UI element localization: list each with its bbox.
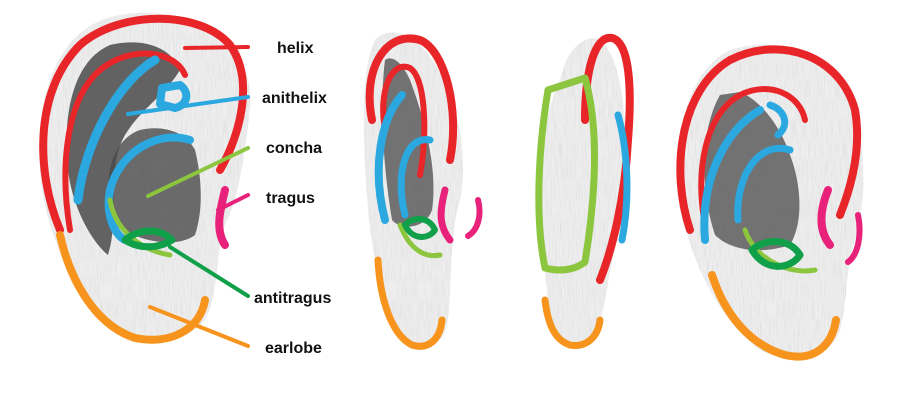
edge-antihelix-outline: [614, 111, 631, 244]
side-tragus-outline: [437, 186, 454, 244]
edge-view-ear: [535, 33, 634, 350]
label-helix: helix: [277, 40, 314, 57]
label-antihelix: anithelix: [262, 90, 327, 107]
front-antihelix-lower: [104, 133, 194, 244]
label-antitragus: antitragus: [254, 290, 331, 307]
front-tragus-outline: [215, 186, 229, 249]
label-earlobe: earlobe: [265, 340, 322, 357]
three-quarter-view-ear: [676, 44, 864, 361]
tq-antihelix-fold: [766, 101, 789, 139]
front-antitragus-outline: [121, 227, 176, 251]
tq-helix-outline: [676, 45, 862, 234]
side-view-ear: [363, 32, 483, 350]
side-antihelix-lower: [397, 136, 434, 219]
leader-antitragus: [168, 245, 250, 298]
side-helix-outline: [365, 34, 458, 164]
side-helix-inner: [380, 63, 428, 178]
label-tragus: tragus: [266, 190, 315, 207]
side-tragus-flap: [465, 197, 483, 239]
leader-tragus: [216, 193, 250, 212]
front-ear-hollow: [66, 42, 180, 255]
tq-antitragus-outline: [748, 238, 804, 270]
tq-earlobe-outline: [708, 271, 840, 361]
leader-antihelix: [126, 95, 250, 116]
side-antitragus-outline: [402, 216, 438, 240]
front-helix-inner: [62, 50, 188, 233]
edge-earlobe-outline: [541, 296, 604, 350]
tq-tragus-outline: [817, 186, 834, 249]
side-antihelix-outline: [374, 91, 406, 224]
side-earlobe-outline: [374, 256, 446, 350]
side-concha-outline: [397, 222, 443, 259]
tq-tragus-flap: [845, 212, 863, 265]
edge-helix-outline: [581, 33, 634, 284]
edge-concha-outline: [535, 74, 598, 274]
front-antihelix-outline: [73, 55, 160, 205]
front-view-ear: [39, 12, 251, 344]
leader-concha: [146, 146, 250, 198]
label-concha: concha: [266, 140, 322, 157]
tq-antihelix-outline: [700, 106, 764, 244]
leader-helix: [183, 45, 250, 50]
tq-ear-hollow: [704, 92, 800, 251]
leader-earlobe: [148, 305, 250, 348]
tq-helix-inner: [698, 86, 808, 228]
tq-antihelix-lower: [734, 144, 794, 224]
